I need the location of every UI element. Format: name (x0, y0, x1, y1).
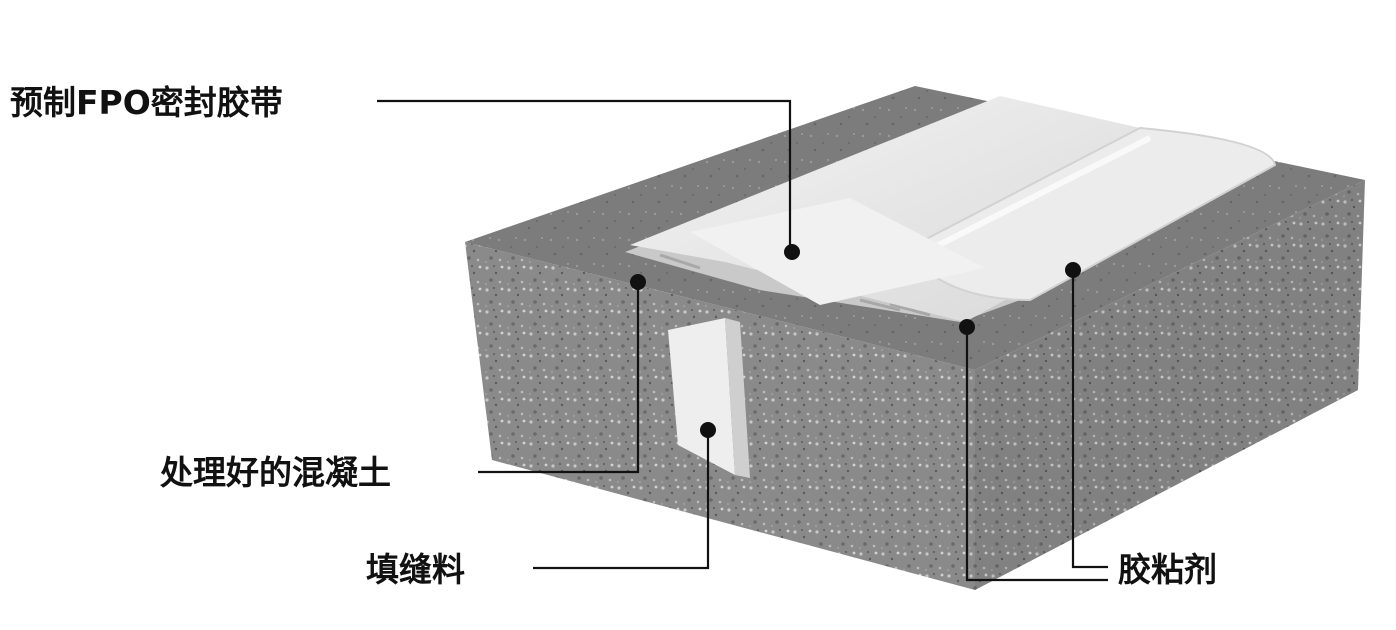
label-adhesive: 胶粘剂 (1118, 550, 1217, 589)
leader-line-concrete (478, 282, 640, 474)
label-joint-filler: 填缝料 (366, 550, 465, 589)
leader-line-adhesive-2 (1071, 270, 1108, 569)
fpo-membrane-front (690, 198, 985, 305)
dot-adhesive-2 (1065, 262, 1081, 278)
leader-line-filler (533, 430, 710, 570)
dot-filler (700, 422, 716, 438)
leader-line-adhesive-1 (965, 327, 1108, 582)
dot-membrane (784, 244, 800, 260)
label-treated-concrete: 处理好的混凝土 (160, 453, 391, 492)
dot-concrete (630, 274, 646, 290)
label-fpo-membrane: 预制FPO密封胶带 (10, 83, 283, 122)
joint-filler (668, 318, 735, 475)
dot-adhesive-1 (959, 319, 975, 335)
leader-line-membrane (377, 99, 792, 252)
